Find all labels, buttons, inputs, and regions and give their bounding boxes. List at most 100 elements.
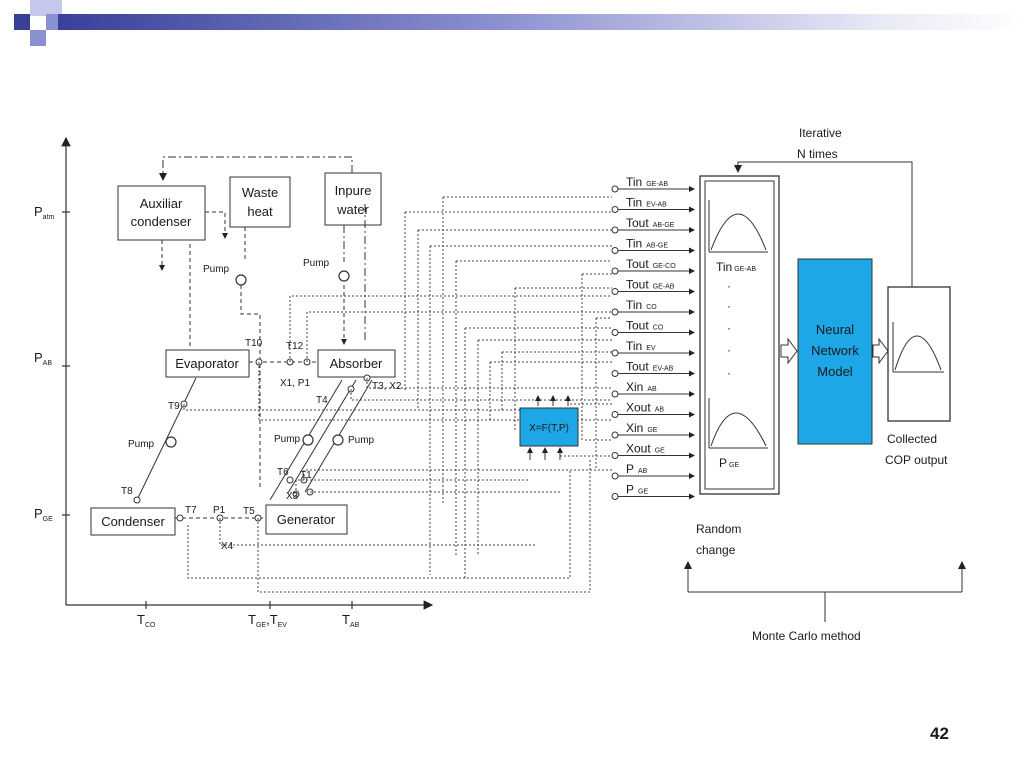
input-node-circle <box>611 247 619 254</box>
evaporator-label: Evaporator <box>175 356 239 371</box>
auxiliar-condenser-label-2: condenser <box>131 214 192 229</box>
label-t10: T10 <box>245 338 263 349</box>
state-point-t7 <box>176 514 184 522</box>
random-label-2: change <box>696 543 736 557</box>
axis-label-pab: PAB <box>34 350 52 367</box>
pump-icon-generator-1 <box>302 434 314 446</box>
state-point-t6 <box>286 476 294 484</box>
nn-label-1: Neural <box>816 322 854 337</box>
x-function-label: X=F(T,P) <box>529 423 569 434</box>
input-node-circle <box>611 226 619 234</box>
condenser-block <box>90 507 176 536</box>
axis-label-pge: PGE <box>34 506 53 523</box>
absorber-block <box>317 349 396 378</box>
label-p1: P1 <box>213 505 226 516</box>
input-node-circle <box>611 452 619 459</box>
dist-dot-1: · <box>727 279 731 293</box>
pump-icon-condenser <box>165 436 177 448</box>
p-t-axes <box>61 136 434 610</box>
page-number: 42 <box>930 724 949 743</box>
hollow-arrow-to-nn <box>780 337 798 365</box>
monte-carlo-label: Monte Carlo method <box>752 629 861 643</box>
iterative-label-1: Iterative <box>799 126 842 140</box>
inpure-water-label-2: water <box>336 202 369 217</box>
return-loop-top <box>159 156 353 181</box>
nn-label-3: Model <box>817 364 853 379</box>
input-node-circle <box>611 206 619 213</box>
axis-label-tge-tev: TGE,TEV <box>248 612 287 629</box>
pump-icon-inpure <box>338 270 350 282</box>
input-node-circle <box>611 370 619 377</box>
inpure-water-label-1: Inpure <box>335 183 372 198</box>
label-t7: T7 <box>185 505 197 516</box>
pump-icon-generator-2 <box>332 434 344 446</box>
cop-output-box <box>887 286 951 422</box>
generator-absorber-diagonal-2 <box>287 379 357 494</box>
collected-label-1: Collected <box>887 432 937 446</box>
dist-dot-2: · <box>727 299 731 313</box>
distribution-curve-top <box>708 200 768 253</box>
hollow-arrow-to-output <box>872 337 889 365</box>
cop-output-curve <box>892 322 944 373</box>
waste-heat-label-2: heat <box>247 204 273 219</box>
nn-label-2: Network <box>811 343 859 358</box>
pump-label-inpure: Pump <box>303 258 330 269</box>
header-square-2 <box>30 0 46 16</box>
iterative-loop-arrow <box>734 161 913 287</box>
axis-label-tab: TAB <box>342 612 360 629</box>
random-label-1: Random <box>696 522 741 536</box>
input-node-circle <box>611 411 619 418</box>
input-node-circle <box>611 390 619 398</box>
generator-block <box>265 504 348 535</box>
dist-dot-4: · <box>727 343 731 357</box>
input-node-circle <box>611 472 619 480</box>
header-square-5 <box>46 0 62 14</box>
waste-heat-block <box>229 176 291 228</box>
input-node-circle <box>611 493 619 500</box>
label-t12: T12 <box>286 341 304 352</box>
monte-carlo-bracket <box>688 591 962 622</box>
label-t3x2: T3, X2 <box>372 381 402 392</box>
input-node-circle <box>611 185 619 193</box>
label-x1p1: X1, P1 <box>280 378 310 389</box>
label-t8: T8 <box>121 486 133 497</box>
label-t5: T5 <box>243 506 255 517</box>
auxiliar-condenser-block <box>117 185 206 241</box>
pump-icon-waste <box>235 274 247 286</box>
header-square-4 <box>30 30 46 46</box>
generator-label: Generator <box>277 512 336 527</box>
aux-to-waste-flow <box>205 211 228 239</box>
condenser-label: Condenser <box>101 514 165 529</box>
label-t9: T9 <box>168 401 180 412</box>
inpure-water-block <box>324 172 382 226</box>
evaporator-block <box>165 349 250 378</box>
input-node-circle <box>611 288 619 295</box>
x-function-block <box>519 407 579 447</box>
input-node-circle <box>611 308 619 316</box>
